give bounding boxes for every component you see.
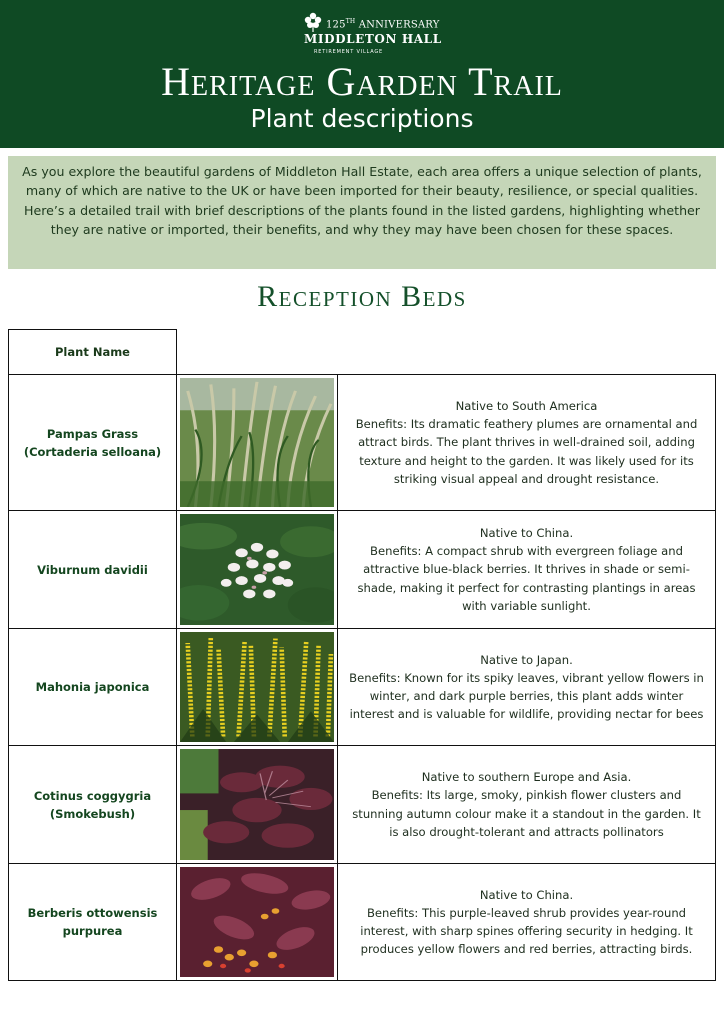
plant-name-cell: Viburnum davidii — [8, 510, 177, 629]
table-header-plant-name: Plant Name — [8, 329, 177, 375]
middleton-hall-logo: 125TH ANNIVERSARY MIDDLETON HALL RETIREM… — [302, 8, 441, 55]
plant-description-cell: Native to southern Europe and Asia. Bene… — [337, 745, 716, 864]
plant-name-cell: Cotinus coggygria (Smokebush) — [8, 745, 177, 864]
page-subtitle: Plant descriptions — [250, 104, 474, 133]
pampas-grass-image — [180, 378, 334, 507]
viburnum-image — [180, 514, 334, 625]
plant-photo-cotinus — [176, 745, 338, 864]
logo-tagline-text: RETIREMENT VILLAGE — [314, 49, 383, 55]
header-banner: 125TH ANNIVERSARY MIDDLETON HALL RETIREM… — [0, 0, 724, 148]
flower-logo-icon — [304, 12, 322, 32]
smokebush-image — [180, 749, 334, 860]
mahonia-image — [180, 632, 334, 742]
plant-photo-berberis — [176, 863, 338, 981]
plant-description-cell: Native to South America Benefits: Its dr… — [337, 374, 716, 511]
plant-description-cell: Native to China. Benefits: This purple-l… — [337, 863, 716, 981]
logo-anniversary-text: 125TH ANNIVERSARY — [326, 18, 440, 31]
logo-name-text: MIDDLETON HALL — [304, 32, 442, 46]
intro-paragraph: As you explore the beautiful gardens of … — [8, 156, 716, 269]
plant-name-cell: Pampas Grass (Cortaderia selloana) — [8, 374, 177, 511]
berberis-image — [180, 867, 334, 977]
plant-description-cell: Native to China. Benefits: A compact shr… — [337, 510, 716, 629]
section-title: Reception Beds — [257, 280, 467, 313]
plant-name-cell: Berberis ottowensis purpurea — [8, 863, 177, 981]
plant-photo-pampas-grass — [176, 374, 338, 511]
plant-photo-mahonia — [176, 628, 338, 746]
plant-description-cell: Native to Japan. Benefits: Known for its… — [337, 628, 716, 746]
plant-name-cell: Mahonia japonica — [8, 628, 177, 746]
page-title: Heritage Garden Trail — [161, 59, 563, 104]
plant-photo-viburnum — [176, 510, 338, 629]
